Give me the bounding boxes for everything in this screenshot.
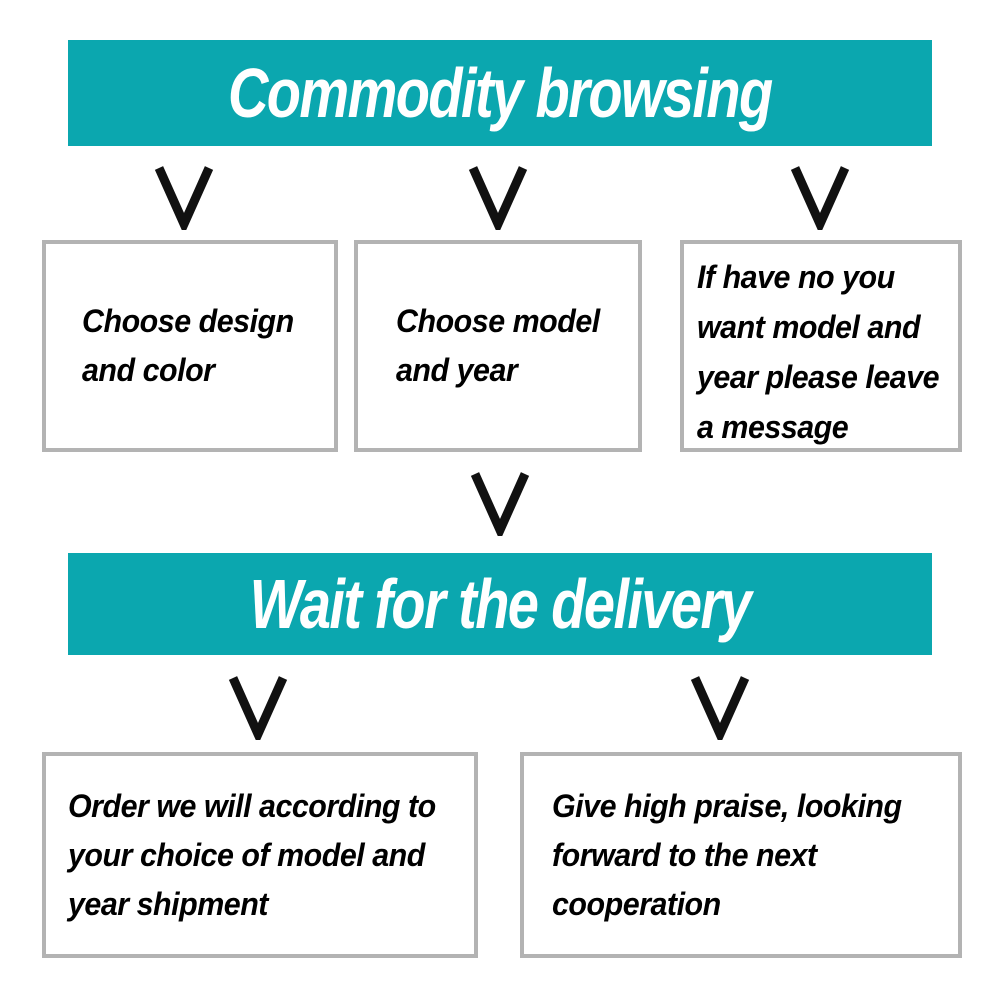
- step-text: If have no you want model and year pleas…: [697, 259, 940, 445]
- step-box-leave-message: If have no you want model and year pleas…: [680, 240, 962, 452]
- down-arrow-icon: [226, 674, 290, 740]
- banner-wait-for-delivery: Wait for the delivery: [68, 553, 932, 655]
- step-text: Order we will according to your choice o…: [68, 787, 436, 922]
- step-box-give-praise: Give high praise, looking forward to the…: [520, 752, 962, 958]
- step-text: Choose design and color: [82, 303, 294, 388]
- banner-wait-for-delivery-label: Wait for the delivery: [249, 565, 752, 643]
- step-text: Give high praise, looking forward to the…: [552, 787, 902, 922]
- banner-commodity-browsing: Commodity browsing: [68, 40, 932, 146]
- down-arrow-icon: [788, 164, 852, 230]
- banner-commodity-browsing-label: Commodity browsing: [228, 54, 773, 132]
- step-box-order-shipment: Order we will according to your choice o…: [42, 752, 478, 958]
- down-arrow-icon: [468, 470, 532, 536]
- step-box-choose-model: Choose model and year: [354, 240, 642, 452]
- down-arrow-icon: [466, 164, 530, 230]
- down-arrow-icon: [152, 164, 216, 230]
- step-text: Choose model and year: [396, 303, 600, 388]
- down-arrow-icon: [688, 674, 752, 740]
- step-box-choose-design: Choose design and color: [42, 240, 338, 452]
